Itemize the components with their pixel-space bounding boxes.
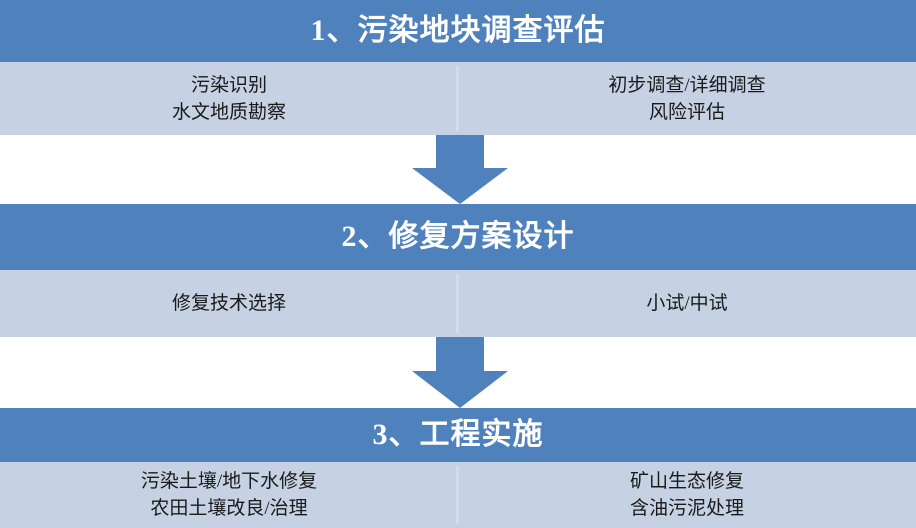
stage-1-right-column: 初步调查/详细调查 风险评估 xyxy=(458,62,916,135)
stage-3: 3、工程实施 污染土壤/地下水修复 农田土壤改良/治理 矿山生态修复 含油污泥处… xyxy=(0,408,916,528)
stage-3-left-column: 污染土壤/地下水修复 农田土壤改良/治理 xyxy=(0,462,458,528)
stage-1-right-item-2: 风险评估 xyxy=(648,101,725,123)
stage-2-left-item-1: 修复技术选择 xyxy=(171,293,286,314)
stage-2-header: 2、修复方案设计 xyxy=(0,204,916,270)
stage-2-right-column: 小试/中试 xyxy=(458,270,916,337)
stage-3-left-item-2: 农田土壤改良/治理 xyxy=(150,498,308,519)
stage-1-header: 1、污染地块调查评估 xyxy=(0,0,916,62)
stage-2-body: 修复技术选择 小试/中试 xyxy=(0,270,916,337)
stage-3-right-item-1: 矿山生态修复 xyxy=(629,471,744,492)
stage-3-body: 污染土壤/地下水修复 农田土壤改良/治理 矿山生态修复 含油污泥处理 xyxy=(0,462,916,528)
stage-2-right-item-1: 小试/中试 xyxy=(646,293,728,314)
stage-3-header: 3、工程实施 xyxy=(0,408,916,462)
stage-1-body: 污染识别 水文地质勘察 初步调查/详细调查 风险评估 xyxy=(0,62,916,135)
stage-1-left-item-1: 污染识别 xyxy=(190,74,267,96)
stage-1-right-item-1: 初步调查/详细调查 xyxy=(608,74,766,96)
stage-3-right-column: 矿山生态修复 含油污泥处理 xyxy=(458,462,916,528)
stage-2-left-column: 修复技术选择 xyxy=(0,270,458,337)
stage-1-left-column: 污染识别 水文地质勘察 xyxy=(0,62,458,135)
stage-3-left-item-1: 污染土壤/地下水修复 xyxy=(140,471,318,492)
down-arrow-icon-2 xyxy=(412,337,508,408)
stage-2: 2、修复方案设计 修复技术选择 小试/中试 xyxy=(0,204,916,337)
down-arrow-icon-1 xyxy=(412,135,508,204)
stage-3-right-item-2: 含油污泥处理 xyxy=(629,498,744,519)
stage-1: 1、污染地块调查评估 污染识别 水文地质勘察 初步调查/详细调查 风险评估 xyxy=(0,0,916,135)
stage-1-left-item-2: 水文地质勘察 xyxy=(171,101,286,123)
